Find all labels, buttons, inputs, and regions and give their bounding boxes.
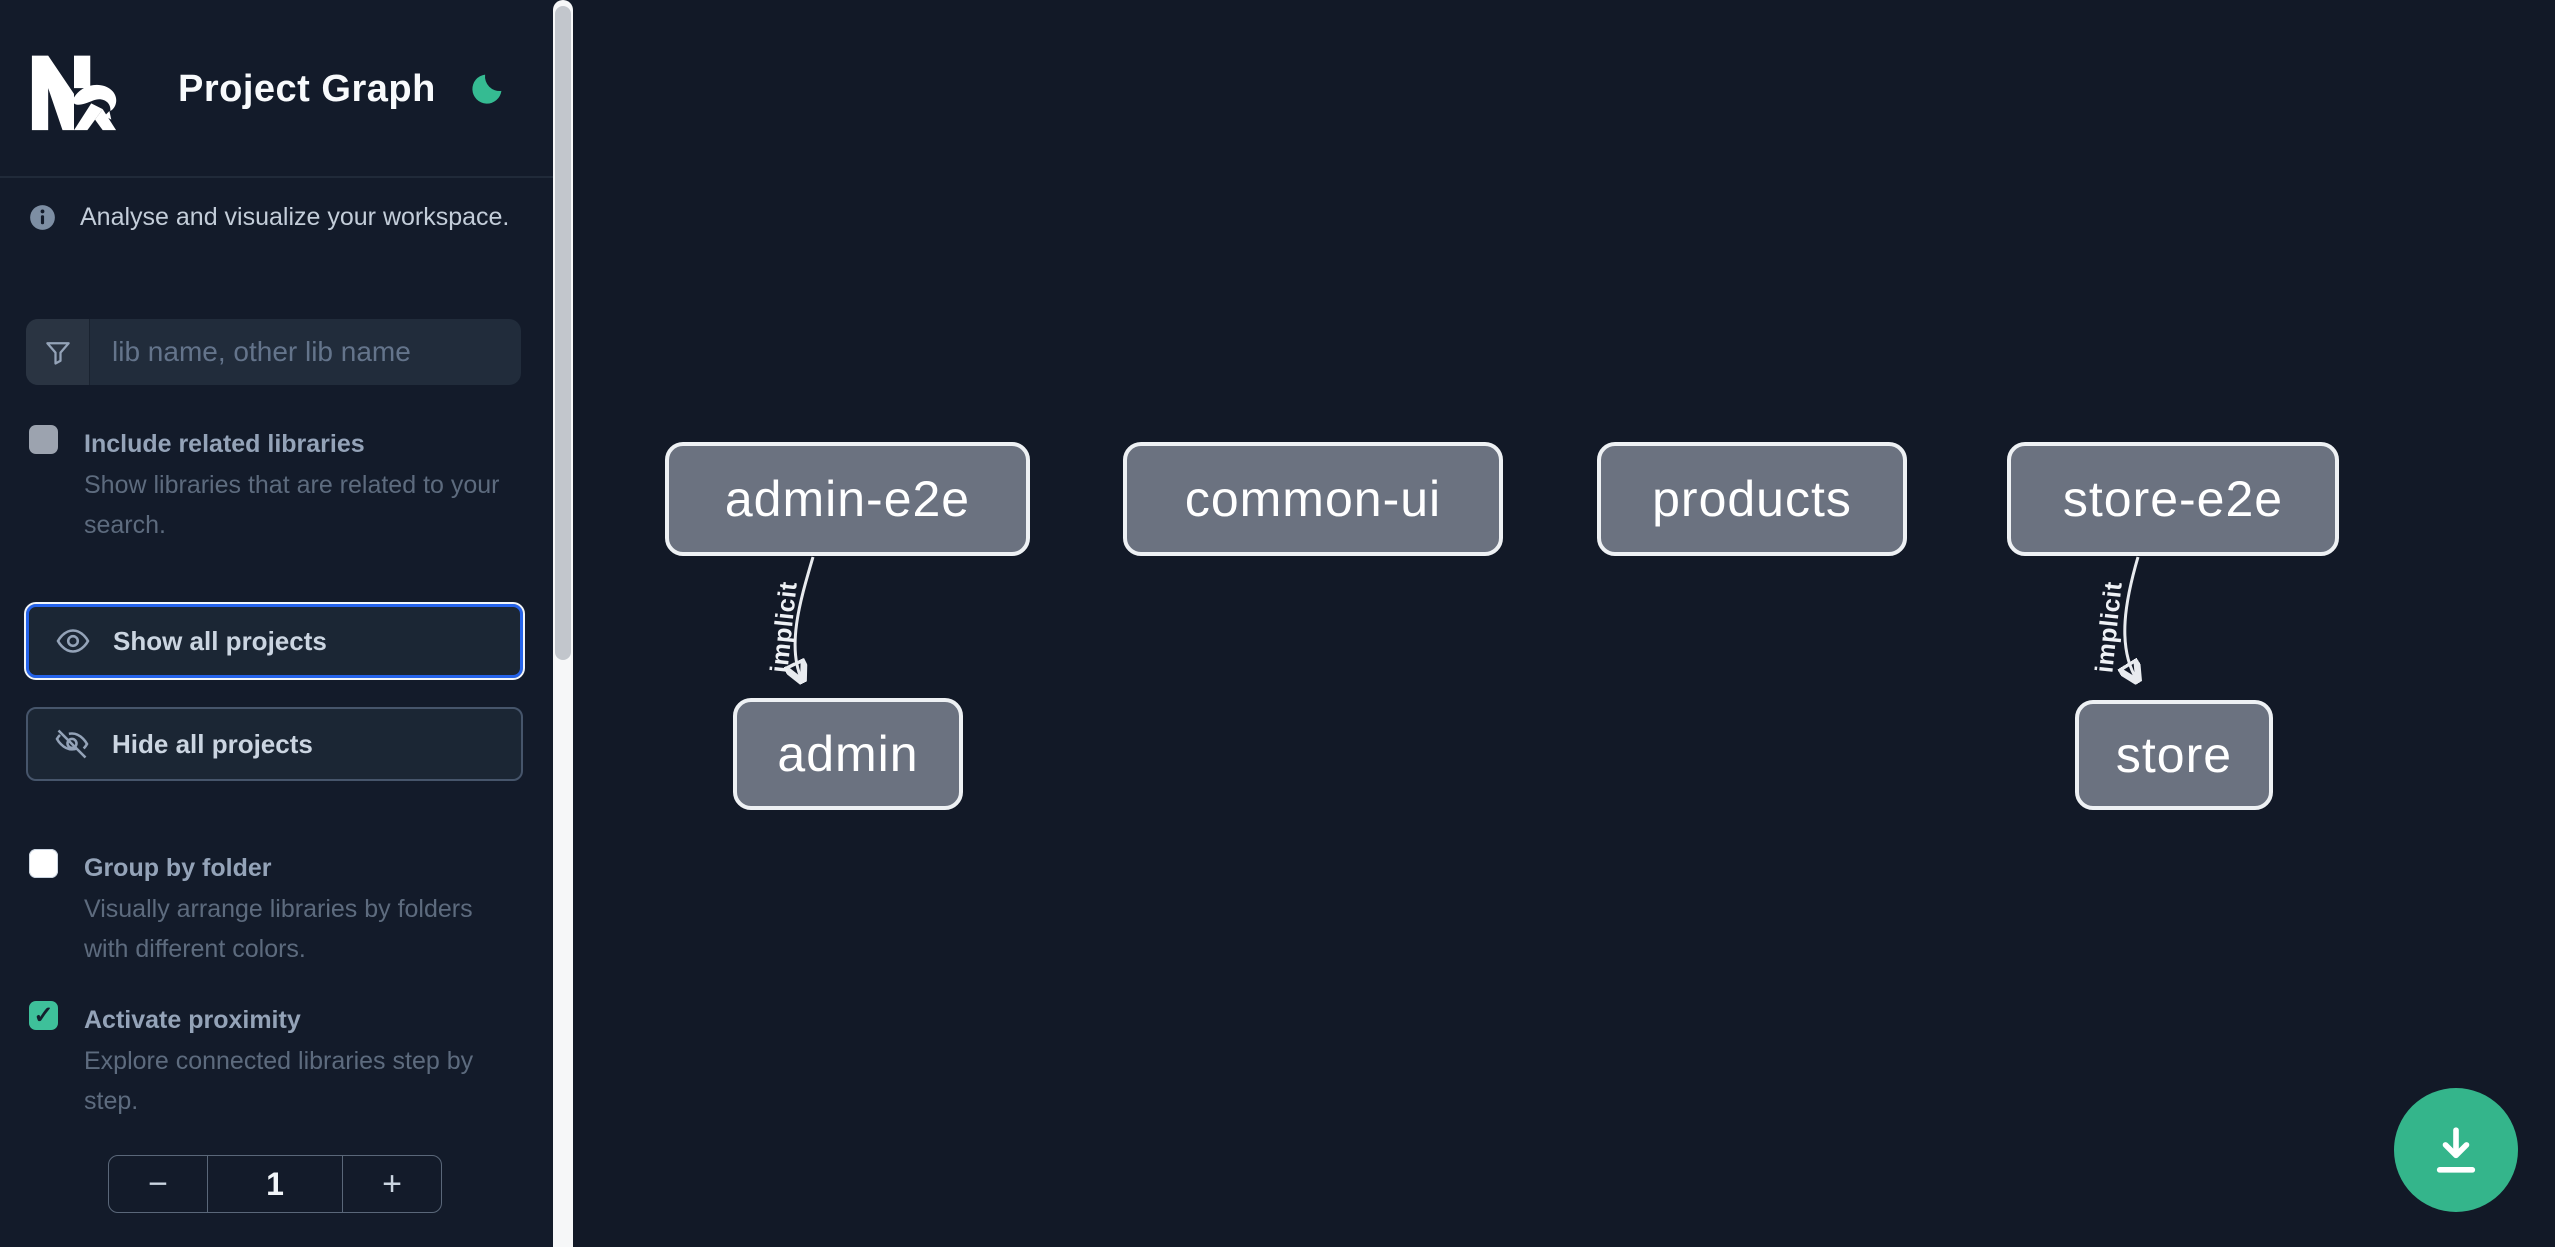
info-text: Analyse and visualize your workspace.: [80, 203, 510, 231]
edge-label: implicit: [2090, 580, 2127, 674]
option-label: Group by folder: [84, 854, 272, 882]
graph-canvas[interactable]: implicit implicit admin-e2e common-ui pr…: [573, 0, 2555, 1247]
option-description: Show libraries that are related to your …: [84, 471, 500, 539]
eye-off-icon: [55, 729, 89, 759]
check-icon: ✓: [33, 1001, 54, 1029]
edge-store-e2e-to-store: [2125, 556, 2138, 680]
graph-node-store[interactable]: store: [2075, 700, 2273, 810]
option-label: Activate proximity: [84, 1006, 301, 1034]
edge-layer: implicit implicit: [765, 556, 2555, 1247]
checkbox-include-related[interactable]: [29, 425, 58, 454]
show-all-projects-label: Show all projects: [113, 625, 327, 656]
scrollbar-thumb[interactable]: [555, 6, 571, 660]
info-icon: [30, 205, 55, 230]
edge-admin-e2e-to-admin: [795, 556, 815, 680]
proximity-decrement-button[interactable]: −: [109, 1156, 207, 1212]
edge-label: implicit: [765, 580, 802, 674]
dark-mode-moon-icon[interactable]: [468, 70, 506, 108]
eye-icon: [56, 629, 90, 653]
show-all-projects-button[interactable]: Show all projects: [24, 602, 525, 680]
checkbox-activate-proximity[interactable]: ✓: [29, 1001, 58, 1030]
page-title: Project Graph: [178, 68, 436, 110]
option-description: Visually arrange libraries by folders wi…: [84, 895, 473, 963]
search-input[interactable]: [90, 319, 521, 385]
proximity-increment-button[interactable]: +: [343, 1156, 441, 1212]
option-label: Include related libraries: [84, 430, 365, 458]
sidebar: Project Graph Analyse and visualize your…: [0, 0, 553, 1247]
proximity-depth-stepper: − 1 +: [108, 1155, 442, 1213]
option-activate-proximity: ✓ Activate proximity Explore connected l…: [29, 999, 514, 1121]
proximity-depth-value: 1: [207, 1156, 343, 1212]
option-group-by-folder: Group by folder Visually arrange librari…: [29, 847, 514, 969]
info-row: Analyse and visualize your workspace.: [29, 203, 509, 232]
sidebar-scrollbar[interactable]: [553, 0, 573, 1247]
graph-node-common-ui[interactable]: common-ui: [1123, 442, 1503, 556]
search-box: [26, 319, 521, 385]
option-description: Explore connected libraries step by step…: [84, 1047, 474, 1115]
graph-node-store-e2e[interactable]: store-e2e: [2007, 442, 2339, 556]
nx-logo-icon: [31, 55, 117, 131]
hide-all-projects-button[interactable]: Hide all projects: [26, 707, 523, 781]
sidebar-header: Project Graph: [0, 0, 553, 178]
graph-node-products[interactable]: products: [1597, 442, 1907, 556]
checkbox-group-by-folder[interactable]: [29, 849, 58, 878]
download-icon: [2436, 1127, 2476, 1173]
hide-all-projects-label: Hide all projects: [112, 728, 313, 759]
graph-node-admin[interactable]: admin: [733, 698, 963, 810]
filter-icon: [26, 319, 90, 385]
graph-node-admin-e2e[interactable]: admin-e2e: [665, 442, 1030, 556]
download-button[interactable]: [2394, 1088, 2518, 1212]
option-include-related-libraries: Include related libraries Show libraries…: [29, 423, 514, 545]
